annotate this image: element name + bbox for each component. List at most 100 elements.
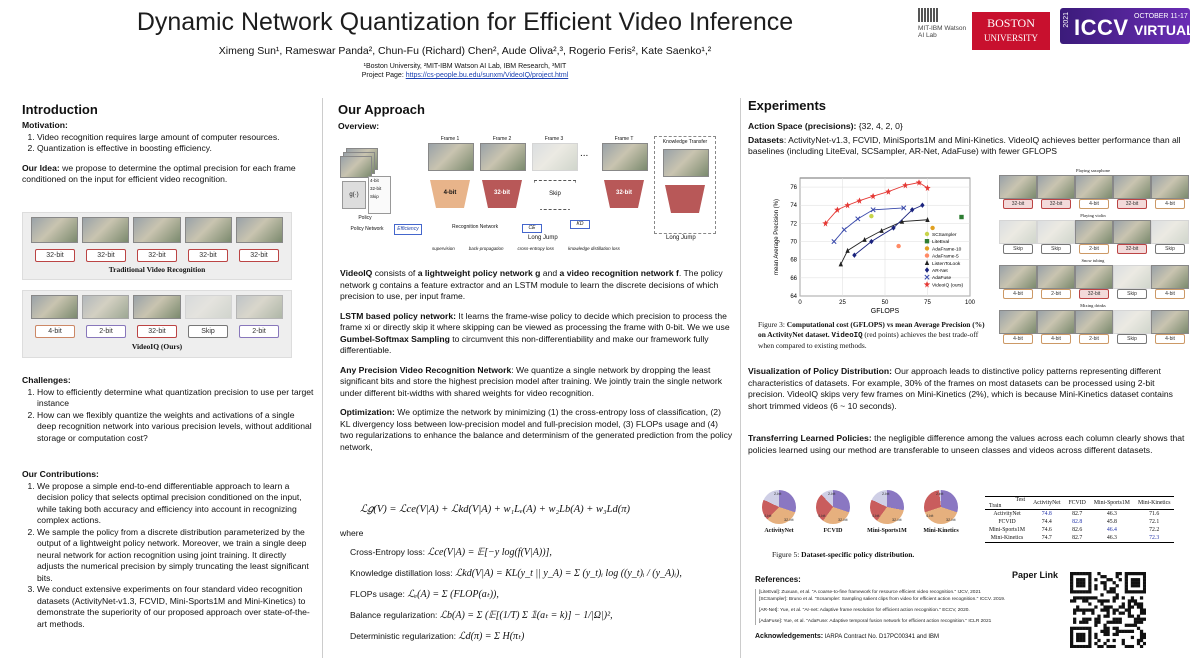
- qr-module: [1118, 611, 1122, 615]
- bold-text: Datasets: [748, 134, 784, 145]
- qr-module: [1082, 635, 1086, 640]
- qr-module: [1112, 632, 1116, 637]
- table-cell: 82.8: [1072, 519, 1083, 525]
- idea-paragraph: Our Idea: we propose to determine the op…: [22, 163, 312, 186]
- video-frame: [184, 217, 232, 243]
- x-tick-label: 25: [839, 300, 846, 306]
- qr-module: [1136, 584, 1141, 588]
- qr-module: [1127, 629, 1131, 633]
- qr-module: [1079, 590, 1083, 594]
- qr-module: [1070, 578, 1074, 582]
- qr-module: [1136, 572, 1141, 576]
- data-point: [923, 281, 931, 288]
- data-point: [844, 202, 851, 209]
- project-page-link[interactable]: https://cs-people.bu.edu/sunxm/VideoIQ/p…: [405, 72, 569, 79]
- qr-module: [1082, 632, 1086, 637]
- qr-module: [1124, 590, 1128, 594]
- qr-module: [1103, 605, 1107, 609]
- qr-module: [1112, 611, 1116, 615]
- x-axis-label: GFLOPS: [871, 308, 900, 315]
- qr-module: [1127, 605, 1131, 609]
- qr-module: [1088, 641, 1092, 646]
- qr-module: [1109, 605, 1113, 609]
- qr-module: [1094, 623, 1098, 627]
- long-jump-label: Long Jump: [528, 235, 558, 241]
- x-tick-label: 50: [882, 300, 889, 306]
- figure-3-caption: Figure 3: Computational cost (GFLOPS) vs…: [758, 320, 988, 351]
- bold-text: Visualization of Policy Distribution:: [748, 366, 893, 376]
- qr-module: [1112, 596, 1116, 600]
- qr-module: [1094, 632, 1098, 637]
- contributions-list: We propose a simple end-to-end different…: [22, 481, 314, 631]
- qr-module: [1088, 608, 1092, 612]
- qr-module: [1136, 590, 1141, 594]
- video-frame: [31, 295, 79, 319]
- pie-slice-label: 2-bit: [882, 492, 890, 496]
- iccv-name: ICCV: [1074, 15, 1129, 40]
- qr-module: [1127, 623, 1131, 627]
- qr-module: [1139, 596, 1144, 600]
- qr-module: [1130, 581, 1135, 585]
- qr-module: [1127, 572, 1131, 576]
- loss-formula: ℒb(A) = Σ (𝔼[(1/T) Σ 𝟙(aₜ = k)] − 1/|Ω|)…: [439, 610, 613, 621]
- legend-entry: AdaFrame-5: [932, 254, 959, 260]
- qr-module: [1079, 578, 1083, 582]
- references-label: References:: [755, 575, 801, 584]
- qr-module: [1100, 599, 1104, 603]
- qr-module: [1091, 611, 1095, 615]
- qr-module: [1136, 605, 1141, 609]
- video-frame: [1037, 220, 1075, 244]
- corner-top: Test: [1015, 497, 1026, 503]
- qr-module: [1124, 608, 1128, 612]
- qr-module: [1130, 596, 1135, 600]
- poster-title: Dynamic Network Quantization for Efficie…: [136, 8, 794, 36]
- loss-row: Deterministic regularization: ℒd(π) = Σ …: [350, 631, 735, 652]
- qr-module: [1136, 638, 1141, 643]
- qr-code-icon[interactable]: [1070, 572, 1146, 648]
- legend-entry: cross-entropy loss: [517, 246, 555, 251]
- qual-row-title: Playing violin: [1080, 213, 1106, 218]
- qr-module: [1106, 629, 1110, 633]
- qr-module: [1106, 578, 1110, 582]
- qr-module: [1103, 575, 1107, 579]
- list-item: Video recognition requires large amount …: [37, 132, 312, 144]
- qr-module: [1100, 602, 1104, 606]
- kd-box: KD: [570, 220, 590, 229]
- any-precision-paragraph: Any Precision Video Recognition Network:…: [340, 365, 733, 400]
- y-tick-label: 64: [790, 294, 797, 300]
- qr-module: [1103, 626, 1107, 630]
- ellipsis: ...: [580, 148, 589, 159]
- video-frame: [184, 295, 232, 319]
- recognition-block-4bit: 4-bit: [430, 180, 470, 208]
- recognition-block-32bit: 32-bit: [482, 180, 522, 208]
- legend-entry: knowledge distillation loss: [568, 246, 620, 251]
- iccv-dates: OCTOBER 11-17: [1134, 13, 1188, 20]
- qr-module: [1124, 572, 1128, 576]
- qr-module: [1142, 617, 1146, 621]
- row-header: FCVID: [998, 519, 1016, 525]
- data-point: [879, 227, 884, 233]
- reference-item: [LiteEval]: Zuxuan, et al. "A coarse-to-…: [759, 589, 981, 595]
- qr-module: [1127, 611, 1131, 615]
- pie-title: Mini-Kinetics: [923, 528, 959, 534]
- legend-entry: ListenToLook: [932, 261, 961, 267]
- table-cell: 74.8: [1041, 511, 1052, 517]
- qr-module: [1082, 584, 1086, 588]
- long-jump-label: Long Jump: [666, 235, 696, 241]
- references-section: References: [LiteEval]: Zuxuan, et al. "…: [755, 574, 1040, 643]
- qr-module: [1082, 572, 1086, 576]
- qr-module: [1076, 590, 1080, 594]
- boston-university-logo: BOSTON UNIVERSITY: [972, 12, 1050, 50]
- qr-module: [1070, 629, 1074, 633]
- text: It learns the frame-wise policy to decid…: [340, 310, 730, 333]
- video-frame: [133, 217, 181, 243]
- list-item: Quantization is effective in boosting ef…: [37, 143, 312, 155]
- challenges-section: Challenges: How to efficiently determine…: [22, 375, 314, 444]
- bit-label: Skip: [1155, 244, 1185, 254]
- loss-label: Deterministic regularization:: [350, 631, 457, 641]
- qr-module: [1079, 638, 1083, 643]
- code-text: VideoIQ: [831, 331, 863, 340]
